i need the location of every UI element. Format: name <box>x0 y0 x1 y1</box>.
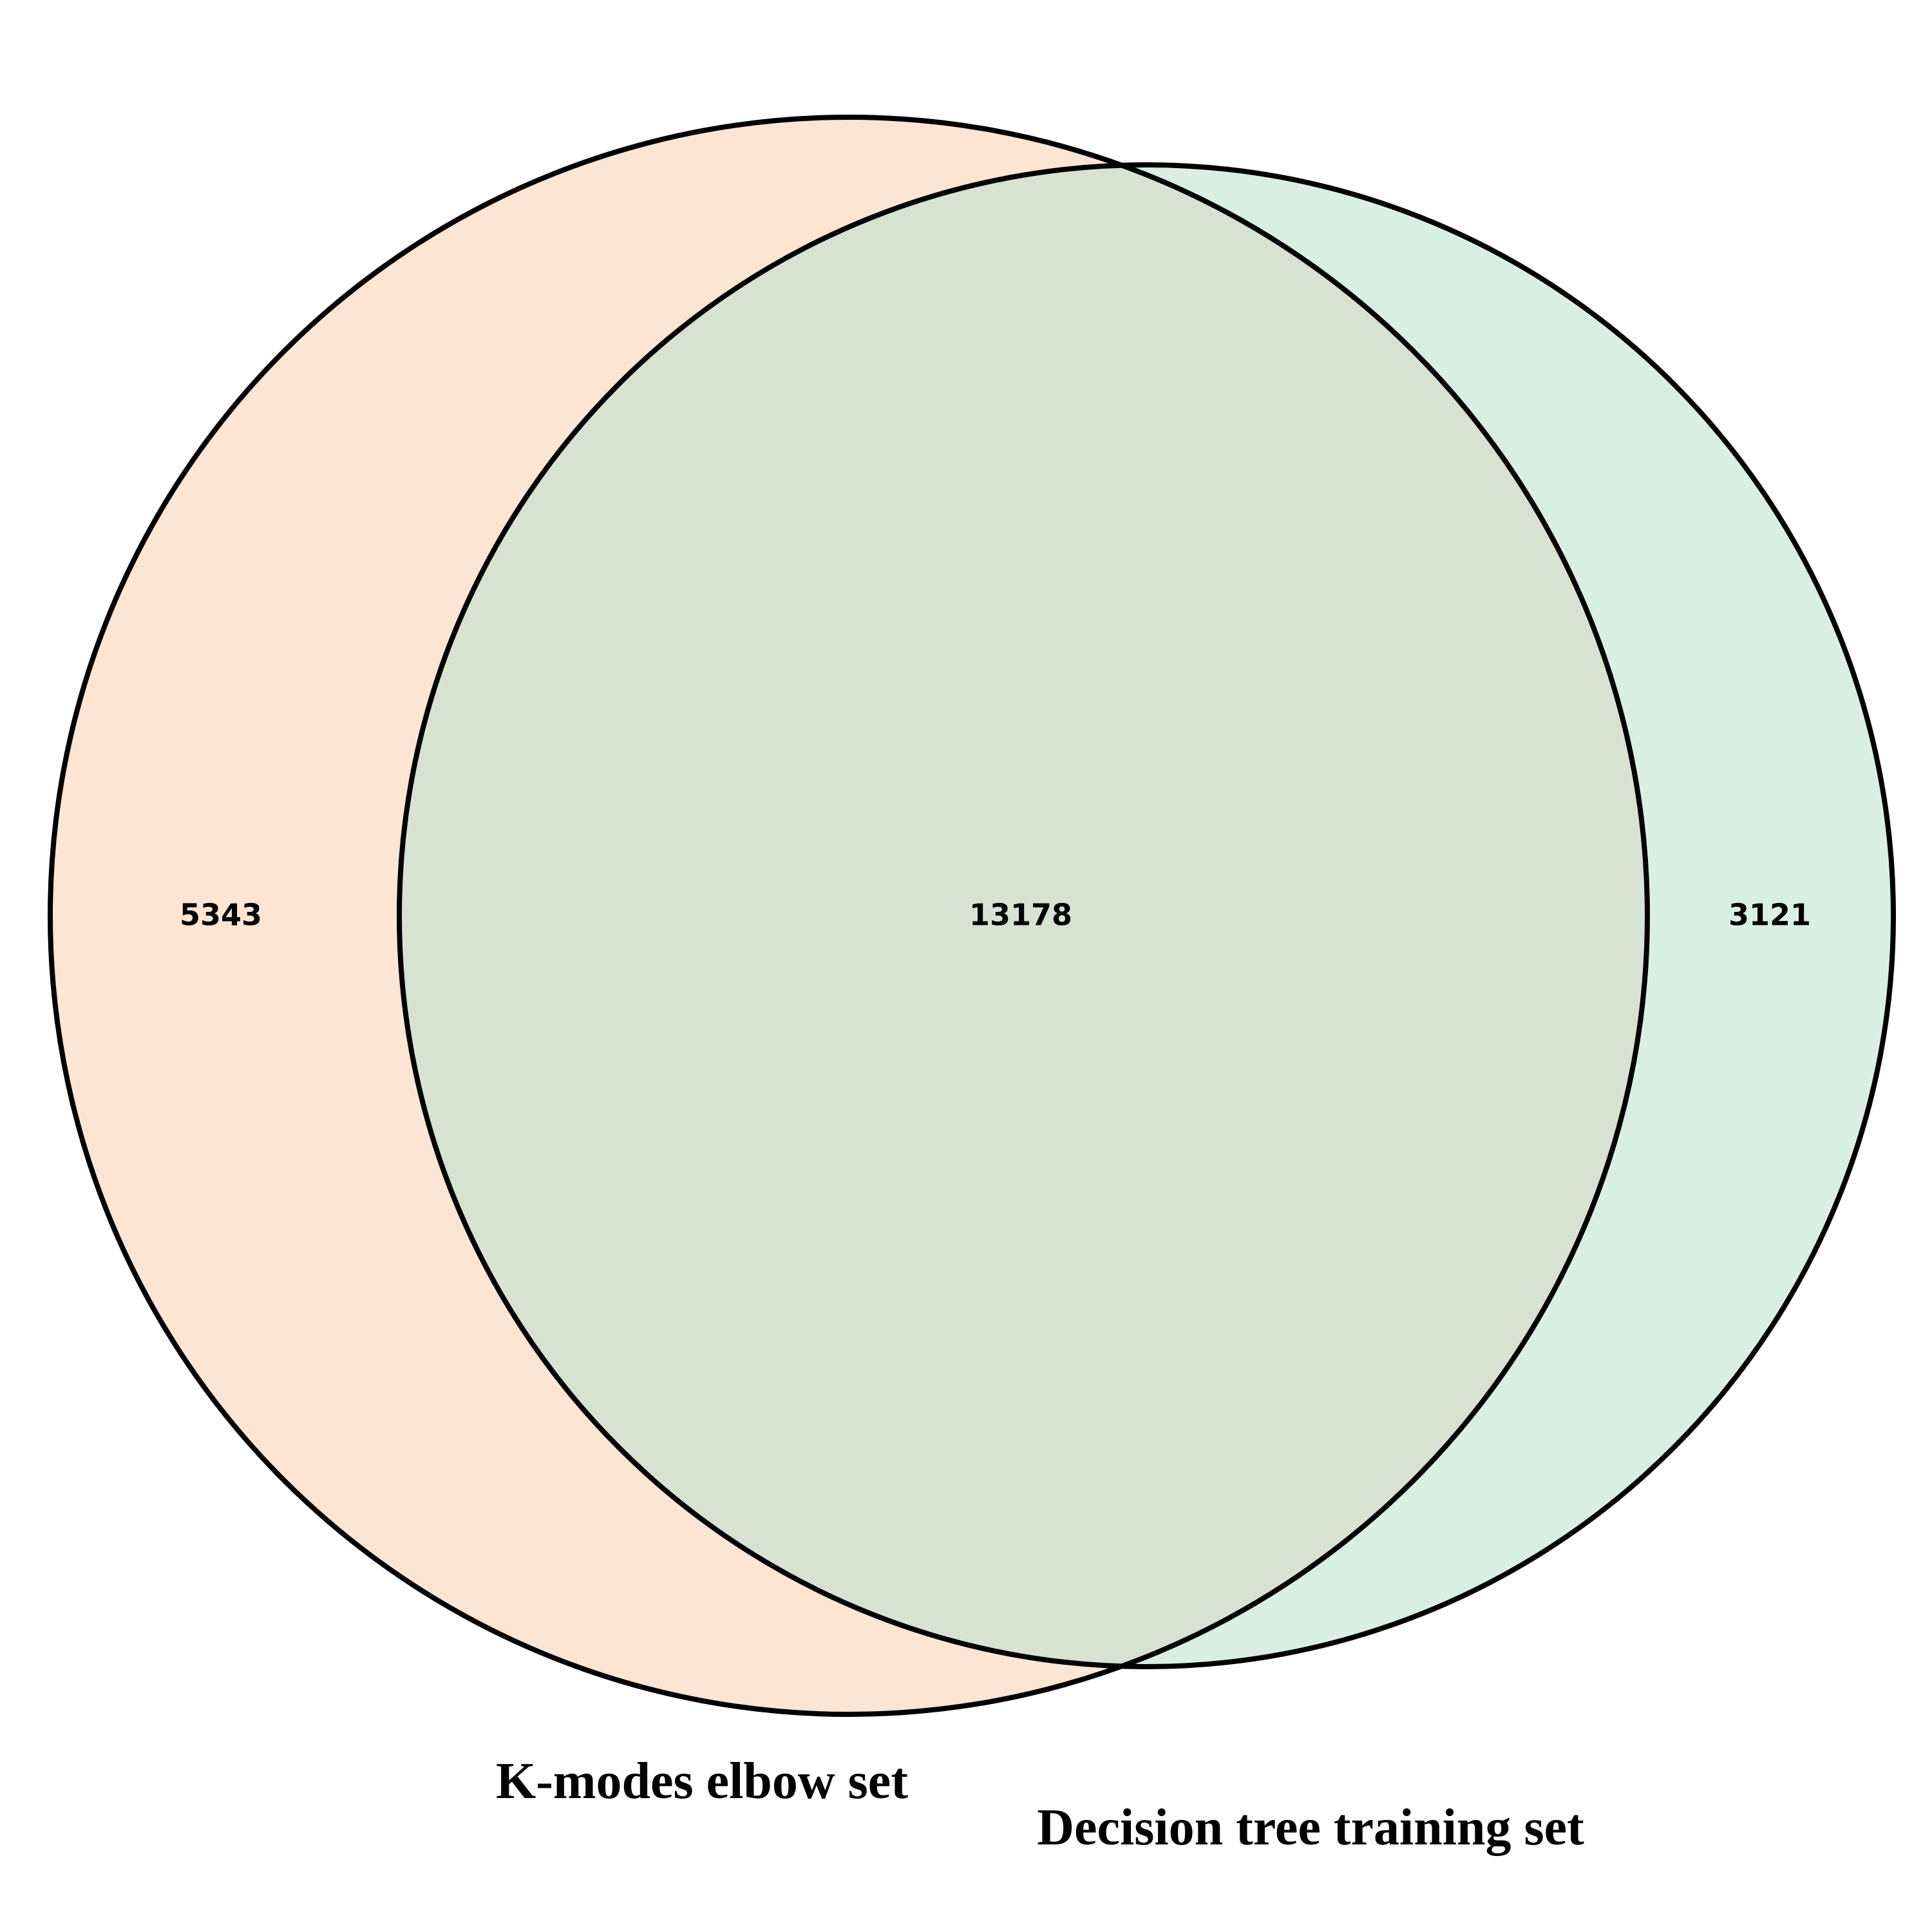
set-a-only-count: 5343 <box>180 898 262 933</box>
intersection-count: 13178 <box>969 898 1072 933</box>
set-b-label: Decision tree training set <box>1037 1799 1584 1856</box>
set-a-outline <box>48 115 1650 1717</box>
set-b-only-count: 3121 <box>1728 898 1811 933</box>
set-a-label: K-modes elbow set <box>496 1753 908 1810</box>
set-b-outline <box>397 162 1896 1669</box>
intersection-region <box>399 165 1647 1667</box>
